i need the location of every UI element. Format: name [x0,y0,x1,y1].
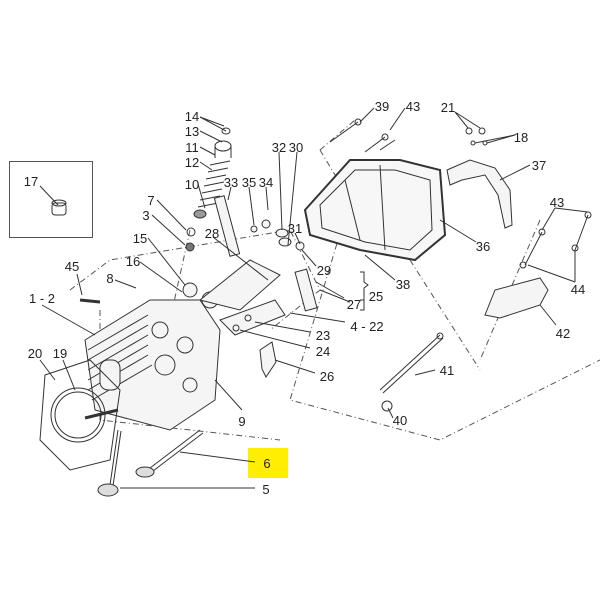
part-17-cap [51,199,67,216]
part-label-23[interactable]: 23 [315,328,331,343]
part-label-38[interactable]: 38 [395,277,411,292]
stud-41 [379,332,444,412]
bracket-37 [446,159,513,229]
highlight-part-6[interactable] [248,448,288,478]
part-label-21[interactable]: 21 [440,100,456,115]
part-label-6[interactable]: 6 [263,456,271,471]
part-label-45[interactable]: 45 [64,259,80,274]
inset-box-part-17 [9,161,93,238]
part-label-26[interactable]: 26 [319,369,335,384]
part-label-30[interactable]: 30 [288,140,304,155]
part-label-34[interactable]: 34 [258,175,274,190]
valve-spring [185,127,232,252]
part-label-43b[interactable]: 43 [549,195,565,210]
part-label-10[interactable]: 10 [184,177,200,192]
bolts [79,118,592,304]
leader-lines [39,107,589,489]
part-label-39[interactable]: 39 [374,99,390,114]
part-label-41[interactable]: 41 [439,363,455,378]
part-label-15[interactable]: 15 [132,231,148,246]
part-label-40[interactable]: 40 [392,413,408,428]
part-label-17[interactable]: 17 [23,174,39,189]
head-gasket [39,359,121,471]
cover-42 [484,277,549,319]
part-label-31[interactable]: 31 [287,221,303,236]
valves [97,429,204,497]
part-label-27[interactable]: 27 [346,297,362,312]
part-label-14[interactable]: 14 [184,109,200,124]
part-label-37[interactable]: 37 [531,158,547,173]
part-label-28[interactable]: 28 [204,226,220,241]
part-label-16[interactable]: 16 [125,254,141,269]
part-label-4-22[interactable]: 4 - 22 [350,319,384,334]
part-label-43[interactable]: 43 [405,99,421,114]
part-label-18[interactable]: 18 [513,130,529,145]
part-label-29[interactable]: 29 [316,263,332,278]
part-label-42[interactable]: 42 [555,326,571,341]
valve-cover [303,159,447,262]
part-label-11[interactable]: 11 [185,140,199,155]
part-label-20[interactable]: 20 [27,346,43,361]
part-label-44[interactable]: 44 [570,282,586,297]
part-label-36[interactable]: 36 [475,239,491,254]
part-label-3[interactable]: 3 [142,208,150,223]
part-label-35[interactable]: 35 [241,175,257,190]
rocker-assembly [182,195,318,378]
part-label-24[interactable]: 24 [315,344,331,359]
part-label-33[interactable]: 33 [223,175,239,190]
part-label-5[interactable]: 5 [262,482,270,497]
part-label-12[interactable]: 12 [184,155,200,170]
part-label-19[interactable]: 19 [52,346,68,361]
part-label-1-2[interactable]: 1 - 2 [28,291,56,306]
part-label-9[interactable]: 9 [238,414,246,429]
part-label-8[interactable]: 8 [106,271,114,286]
part-label-7[interactable]: 7 [147,193,155,208]
cylinder-head [84,299,221,431]
part-label-32[interactable]: 32 [271,140,287,155]
part-label-25[interactable]: 25 [368,289,384,304]
part-label-13[interactable]: 13 [184,124,200,139]
